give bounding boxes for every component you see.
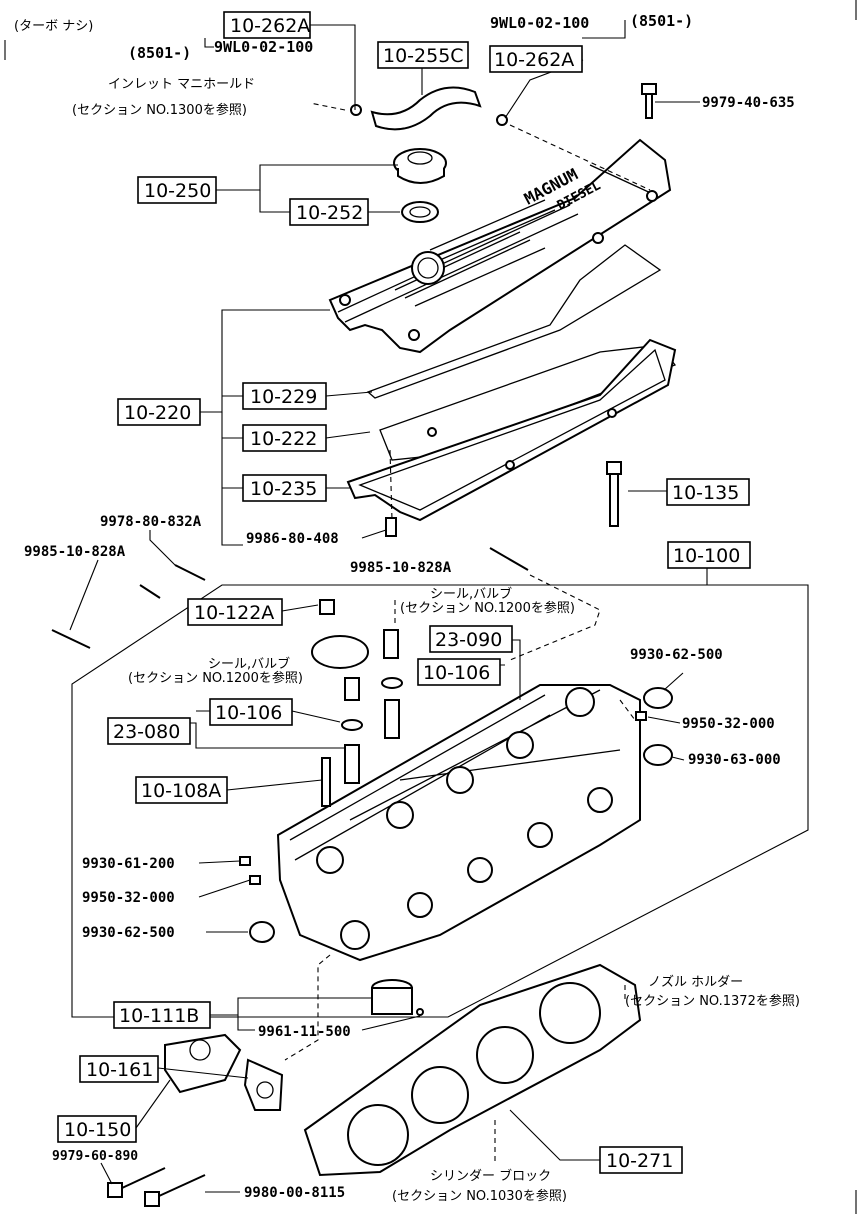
boxed-labels: 10-262A 10-255C 10-262A 10-250 10-252 10… <box>57 11 751 1174</box>
part-number-9930-62-500-left: 9930-62-500 <box>82 925 175 941</box>
box-10-161: 10-161 <box>86 1059 153 1081</box>
box-10-229: 10-229 <box>250 386 317 408</box>
part-number-9985-10-828A-mid: 9985-10-828A <box>350 560 452 576</box>
plugs <box>239 687 673 943</box>
box-10-111B: 10-111B <box>119 1005 199 1027</box>
box-10-252: 10-252 <box>296 202 363 224</box>
intake-manifold-ref: (セクション NO.1300を参照) <box>72 102 247 118</box>
part-number-9WL0-02-100-left: 9WL0-02-100 <box>214 38 313 56</box>
nozzle-holder-note: ノズル ホルダー <box>648 974 743 990</box>
part-number-9980-00-8115: 9980-00-8115 <box>244 1185 345 1201</box>
page-title: (ターボ ナシ) <box>14 19 93 34</box>
part-number-9961-11-500: 9961-11-500 <box>258 1024 351 1040</box>
box-23-090: 23-090 <box>435 629 502 651</box>
part-number-9978-80-832A: 9978-80-832A <box>100 514 202 530</box>
box-10-250: 10-250 <box>144 180 211 202</box>
seal-valve-left-ref: (セクション NO.1200を参照) <box>128 670 303 686</box>
box-10-220: 10-220 <box>124 402 191 424</box>
stud-bolts <box>51 547 529 649</box>
part-number-9979-60-890: 9979-60-890 <box>52 1149 138 1164</box>
box-10-106-left: 10-106 <box>215 702 282 724</box>
box-10-122A: 10-122A <box>194 602 274 624</box>
cylinder-head <box>276 684 641 962</box>
box-10-255C: 10-255C <box>383 45 464 67</box>
part-number-9985-10-828A-left: 9985-10-828A <box>24 544 126 560</box>
rev-note-top-right: (8501-) <box>630 12 693 30</box>
dashed-reference-lines <box>284 102 651 1165</box>
oil-filler-cap <box>393 148 447 184</box>
part-number-9930-61-200: 9930-61-200 <box>82 856 175 872</box>
box-10-262A-left: 10-262A <box>230 15 310 37</box>
cylinder-block-ref: (セクション NO.1030を参照) <box>392 1188 567 1204</box>
cylinder-head-group-outline <box>71 584 809 1018</box>
cylinder-block-note: シリンダー ブロック <box>430 1168 551 1184</box>
box-10-150: 10-150 <box>64 1119 131 1141</box>
box-10-135: 10-135 <box>672 482 739 504</box>
bolt-10-135 <box>606 461 622 527</box>
water-outlet <box>164 1033 284 1111</box>
part-number-9950-32-000-left: 9950-32-000 <box>82 890 175 906</box>
box-10-108A: 10-108A <box>141 780 221 802</box>
box-10-106-right: 10-106 <box>423 662 490 684</box>
box-23-080: 23-080 <box>113 721 180 743</box>
valve-parts <box>311 599 403 807</box>
box-10-271: 10-271 <box>606 1150 673 1172</box>
box-10-262A-right: 10-262A <box>494 49 574 71</box>
part-number-9930-63-000: 9930-63-000 <box>688 752 781 768</box>
seal-valve-right-ref: (セクション NO.1200を参照) <box>400 600 575 616</box>
part-number-9950-32-000-right: 9950-32-000 <box>682 716 775 732</box>
breather-hose <box>350 86 508 131</box>
box-10-222: 10-222 <box>250 428 317 450</box>
bolt-9979-40-635 <box>641 83 657 119</box>
part-number-9930-62-500-right: 9930-62-500 <box>630 647 723 663</box>
box-10-235: 10-235 <box>250 478 317 500</box>
part-number-9986-80-408: 9986-80-408 <box>246 531 339 547</box>
nozzle-sleeve <box>371 979 424 1016</box>
leader-lines <box>69 20 708 1193</box>
seal-valve-right-note: シール,バルブ <box>430 586 512 602</box>
rev-note-left: (8501-) <box>128 44 191 62</box>
seal-valve-left-note: シール,バルブ <box>208 656 290 672</box>
box-10-100: 10-100 <box>673 545 740 567</box>
part-number-9WL0-02-100-right: 9WL0-02-100 <box>490 14 589 32</box>
part-number-9979-40-635: 9979-40-635 <box>702 95 795 111</box>
bolt-9986-80-408 <box>385 517 397 537</box>
head-gasket <box>303 963 642 1177</box>
bottom-bolts <box>107 1167 206 1207</box>
intake-manifold-note: インレット マニホールド <box>108 77 255 92</box>
nozzle-holder-ref: (セクション NO.1372を参照) <box>625 993 800 1009</box>
oil-filler-gasket <box>401 201 439 223</box>
cover-gasket-set <box>346 244 677 522</box>
